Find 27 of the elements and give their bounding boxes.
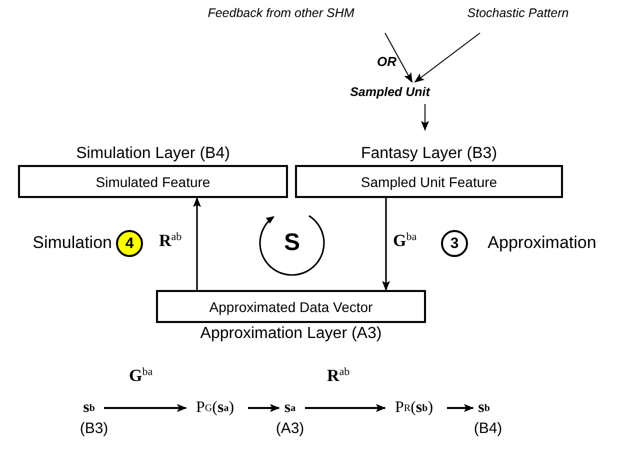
layer-tag: (A3) xyxy=(271,418,309,438)
cycle-label: S xyxy=(274,226,310,260)
layer-tag: (B4) xyxy=(469,418,507,438)
source-label: Stochastic Pattern xyxy=(448,3,588,23)
number-badge: 3 xyxy=(441,230,468,257)
layer-tag: (B3) xyxy=(76,418,112,438)
layer-heading: Approximation Layer (A3) xyxy=(199,324,383,344)
arrow xyxy=(384,32,412,83)
arrow xyxy=(447,404,474,412)
step-label: Simulation xyxy=(32,232,112,254)
step-label: Approximation xyxy=(486,232,598,254)
source-label: Feedback from other SHM xyxy=(196,3,366,23)
source-label: Sampled Unit xyxy=(340,82,440,102)
arrow xyxy=(104,404,187,412)
layer-box: Approximated Data Vector xyxy=(156,290,426,323)
number-badge: 4 xyxy=(116,230,143,257)
layer-heading: Simulation Layer (B4) xyxy=(75,144,231,164)
layer-box: Simulated Feature xyxy=(18,165,288,198)
arrow xyxy=(305,404,386,412)
arrow xyxy=(382,198,390,291)
arrow xyxy=(193,197,201,290)
layer-box: Sampled Unit Feature xyxy=(295,165,563,198)
arrow xyxy=(421,104,429,131)
layer-heading: Fantasy Layer (B3) xyxy=(360,144,498,164)
note-label: OR xyxy=(377,54,396,69)
arrow xyxy=(248,404,280,412)
arrow xyxy=(414,32,480,83)
